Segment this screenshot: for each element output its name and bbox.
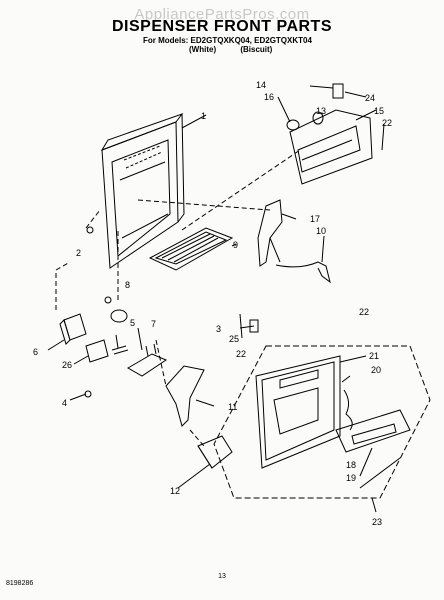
callout-22-c: 22 — [236, 349, 246, 359]
part-7-lever — [127, 343, 168, 377]
callout-18: 18 — [346, 460, 356, 470]
callout-22-b: 22 — [359, 307, 369, 317]
document-number: 8198286 — [6, 580, 34, 587]
models-line: For Models: ED2GTQXKQ04, ED2GTQXKT04 — [143, 36, 312, 45]
part-2-screw — [86, 226, 94, 234]
part-9-drip-tray — [148, 227, 234, 271]
callout-25: 25 — [229, 334, 239, 344]
part-15-lamp-housing — [286, 83, 373, 185]
callout-6: 6 — [33, 347, 38, 357]
part-8-solenoid — [104, 296, 128, 323]
part-26-plate — [85, 339, 109, 363]
callout-1: 1 — [201, 111, 206, 121]
part-11-actuator — [165, 365, 205, 427]
callout-9: 9 — [233, 240, 238, 250]
callout-26: 26 — [62, 360, 72, 370]
color-labels: (White) (Biscuit) — [189, 45, 294, 54]
callout-16: 16 — [264, 92, 274, 102]
callout-2: 2 — [76, 248, 81, 258]
callout-5: 5 — [130, 318, 135, 328]
part-20-harness — [343, 389, 353, 431]
callout-13: 13 — [316, 106, 326, 116]
part-19-control-panel — [335, 409, 411, 453]
callout-3: 3 — [216, 324, 221, 334]
callout-19: 19 — [346, 473, 356, 483]
part-25-clip — [249, 319, 259, 333]
callout-23: 23 — [372, 517, 382, 527]
part-23-panel-group — [213, 345, 431, 499]
watermark: AppliancePartsPros.com — [134, 6, 310, 23]
callout-10: 10 — [316, 226, 326, 236]
callout-17: 17 — [310, 214, 320, 224]
connector-lines — [55, 149, 301, 447]
callout-11: 11 — [228, 402, 237, 412]
callout-4: 4 — [62, 398, 67, 408]
color-label-biscuit: (Biscuit) — [240, 45, 273, 54]
page-title: DISPENSER FRONT PARTS — [112, 18, 332, 35]
page-number: 13 — [218, 573, 226, 580]
callout-22-a: 22 — [382, 118, 392, 128]
callout-14: 14 — [256, 80, 266, 90]
callout-7: 7 — [151, 319, 156, 329]
color-label-white: (White) — [189, 45, 217, 54]
part-12-funnel — [197, 435, 233, 469]
part-10-lever — [275, 261, 331, 284]
part-21-front-panel — [255, 355, 341, 469]
callout-15: 15 — [374, 106, 384, 116]
callout-12: 12 — [170, 486, 180, 496]
part-6-switch — [59, 313, 87, 345]
callout-20: 20 — [371, 365, 381, 375]
callout-21: 21 — [369, 351, 379, 361]
part-5-spring — [111, 345, 129, 355]
callout-8: 8 — [125, 280, 130, 290]
part-3-wire — [239, 313, 255, 339]
callout-24: 24 — [365, 93, 375, 103]
part-17-bracket — [257, 199, 283, 267]
part-1-housing — [100, 112, 185, 269]
leader-lines — [47, 85, 401, 513]
